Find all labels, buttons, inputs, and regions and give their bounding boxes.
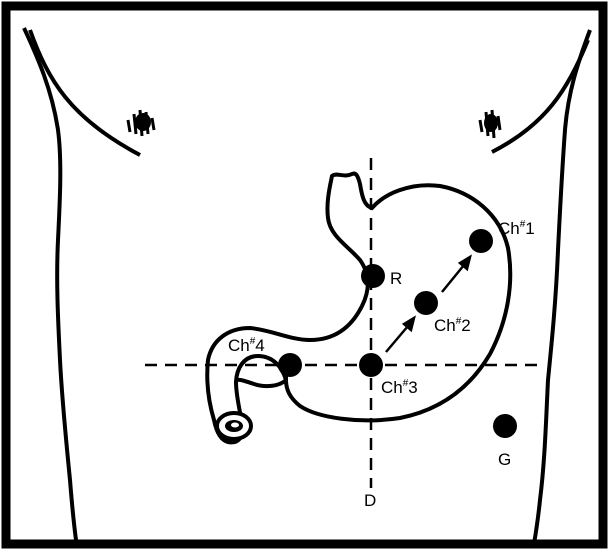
label-ch4: Ch#4	[228, 336, 265, 355]
electrode-ch1	[469, 229, 493, 253]
electrode-ground	[493, 414, 517, 438]
outer-border	[6, 6, 603, 544]
electrode-ch3	[359, 353, 383, 377]
electrode-ch4	[278, 353, 302, 377]
label-axis-d: D	[364, 491, 376, 510]
electrode-ch2	[414, 291, 438, 315]
electrode-reference	[361, 264, 385, 288]
duodenum-end	[217, 413, 251, 439]
label-ch2: Ch#2	[434, 316, 471, 335]
label-reference: R	[390, 269, 402, 288]
label-ch3: Ch#3	[381, 378, 418, 397]
label-ground: G	[498, 450, 511, 469]
label-ch1: Ch#1	[498, 219, 535, 238]
